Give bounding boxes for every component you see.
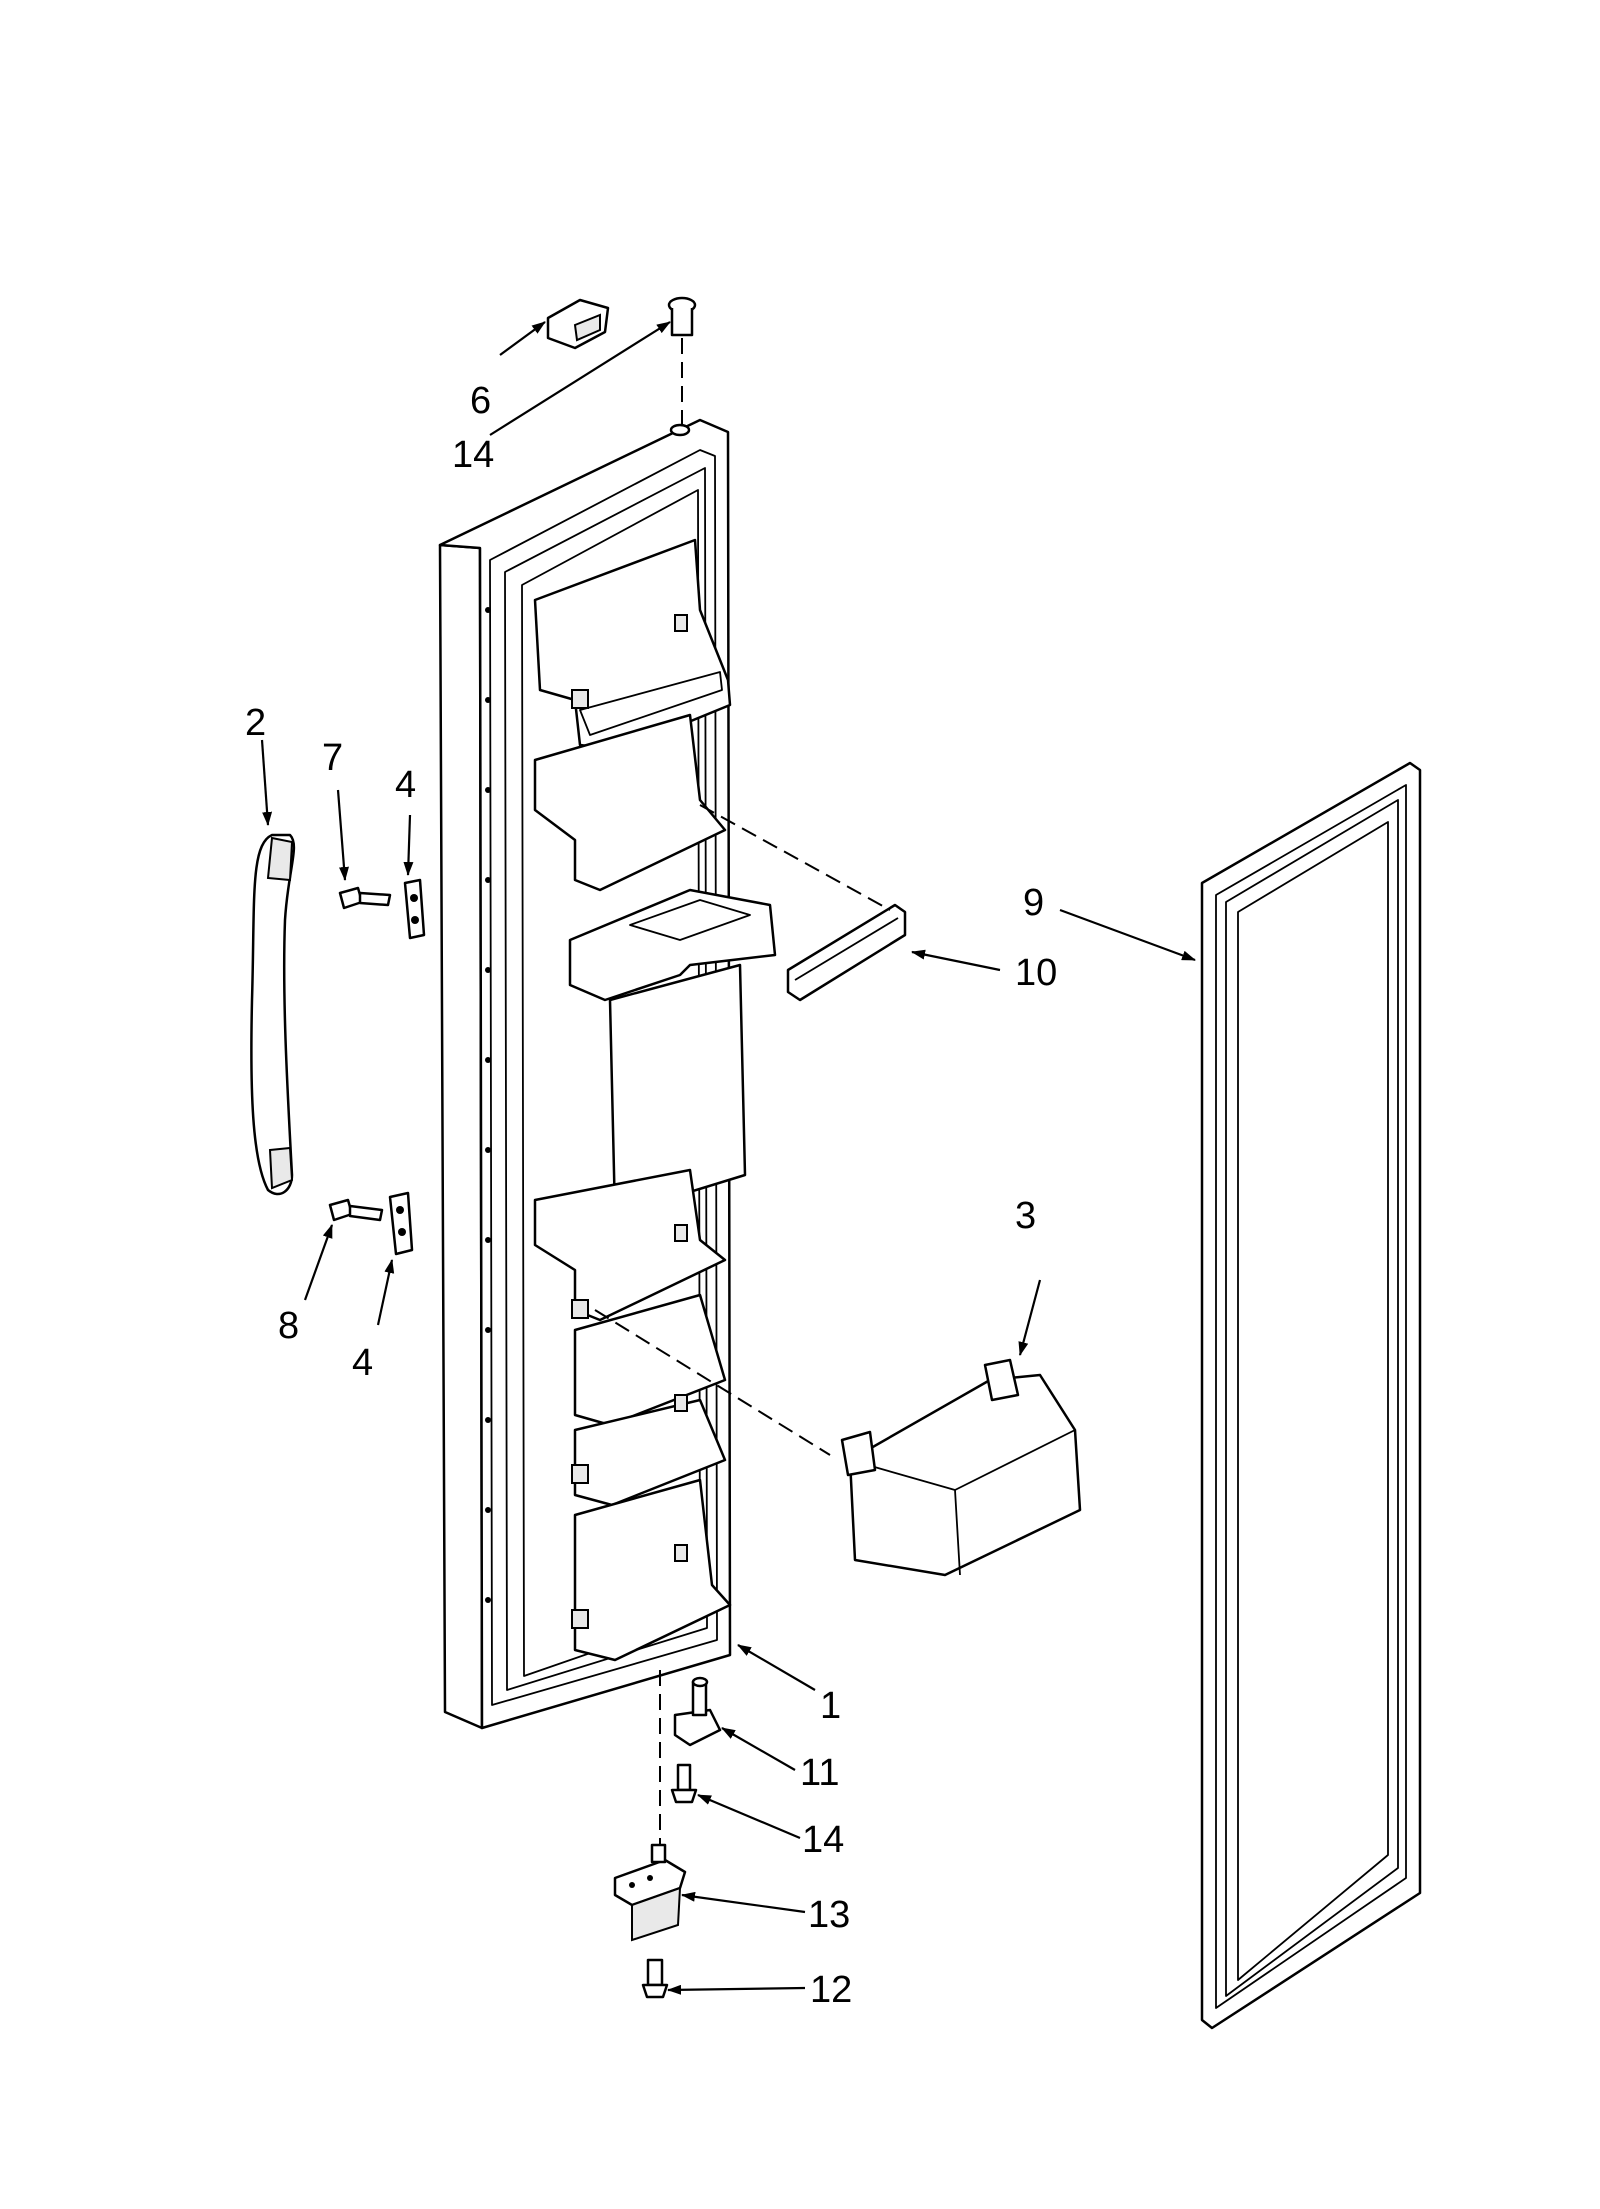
door-bin bbox=[840, 1358, 1082, 1577]
bracket-screw bbox=[670, 1763, 698, 1804]
callout-13: 14 bbox=[452, 434, 494, 476]
screw-upper bbox=[338, 886, 392, 910]
callout-6: 6 bbox=[470, 380, 491, 422]
door-assembly bbox=[438, 418, 777, 1730]
callout-labels: 6 14 2 7 4 9 10 3 8 4 1 11 14 13 12 bbox=[245, 380, 1057, 2011]
callout-4-upper: 4 bbox=[395, 764, 416, 806]
alignment-lines bbox=[594, 338, 891, 1845]
callout-3: 3 bbox=[1015, 1195, 1036, 1237]
callout-7-lower: 8 bbox=[278, 1305, 299, 1347]
handle-bracket-lower bbox=[388, 1191, 414, 1256]
leader-arrows bbox=[260, 321, 1196, 1995]
callout-10: 11 bbox=[800, 1752, 839, 1794]
callout-12: 13 bbox=[808, 1894, 850, 1936]
callout-7-upper: 7 bbox=[322, 737, 343, 779]
callout-4-lower: 4 bbox=[352, 1342, 373, 1384]
hinge-screw bbox=[641, 1958, 669, 1999]
handle-bracket-upper bbox=[403, 878, 426, 940]
hinge-pin-bracket bbox=[673, 1676, 722, 1747]
callout-11: 12 bbox=[810, 1969, 852, 2011]
door-edge-holes bbox=[485, 607, 491, 1603]
callout-14: 14 bbox=[802, 1819, 844, 1861]
top-cap bbox=[546, 298, 610, 350]
screw-lower bbox=[328, 1198, 384, 1222]
top-bushing bbox=[667, 296, 697, 337]
callout-9: 10 bbox=[1015, 952, 1057, 994]
door-gasket bbox=[1200, 761, 1422, 2030]
bottom-hinge bbox=[613, 1843, 687, 1942]
handle bbox=[250, 833, 296, 1196]
callout-2: 2 bbox=[245, 702, 266, 744]
shelf-trim bbox=[786, 903, 907, 1002]
callout-8: 9 bbox=[1023, 882, 1044, 924]
callout-1: 1 bbox=[820, 1685, 841, 1727]
